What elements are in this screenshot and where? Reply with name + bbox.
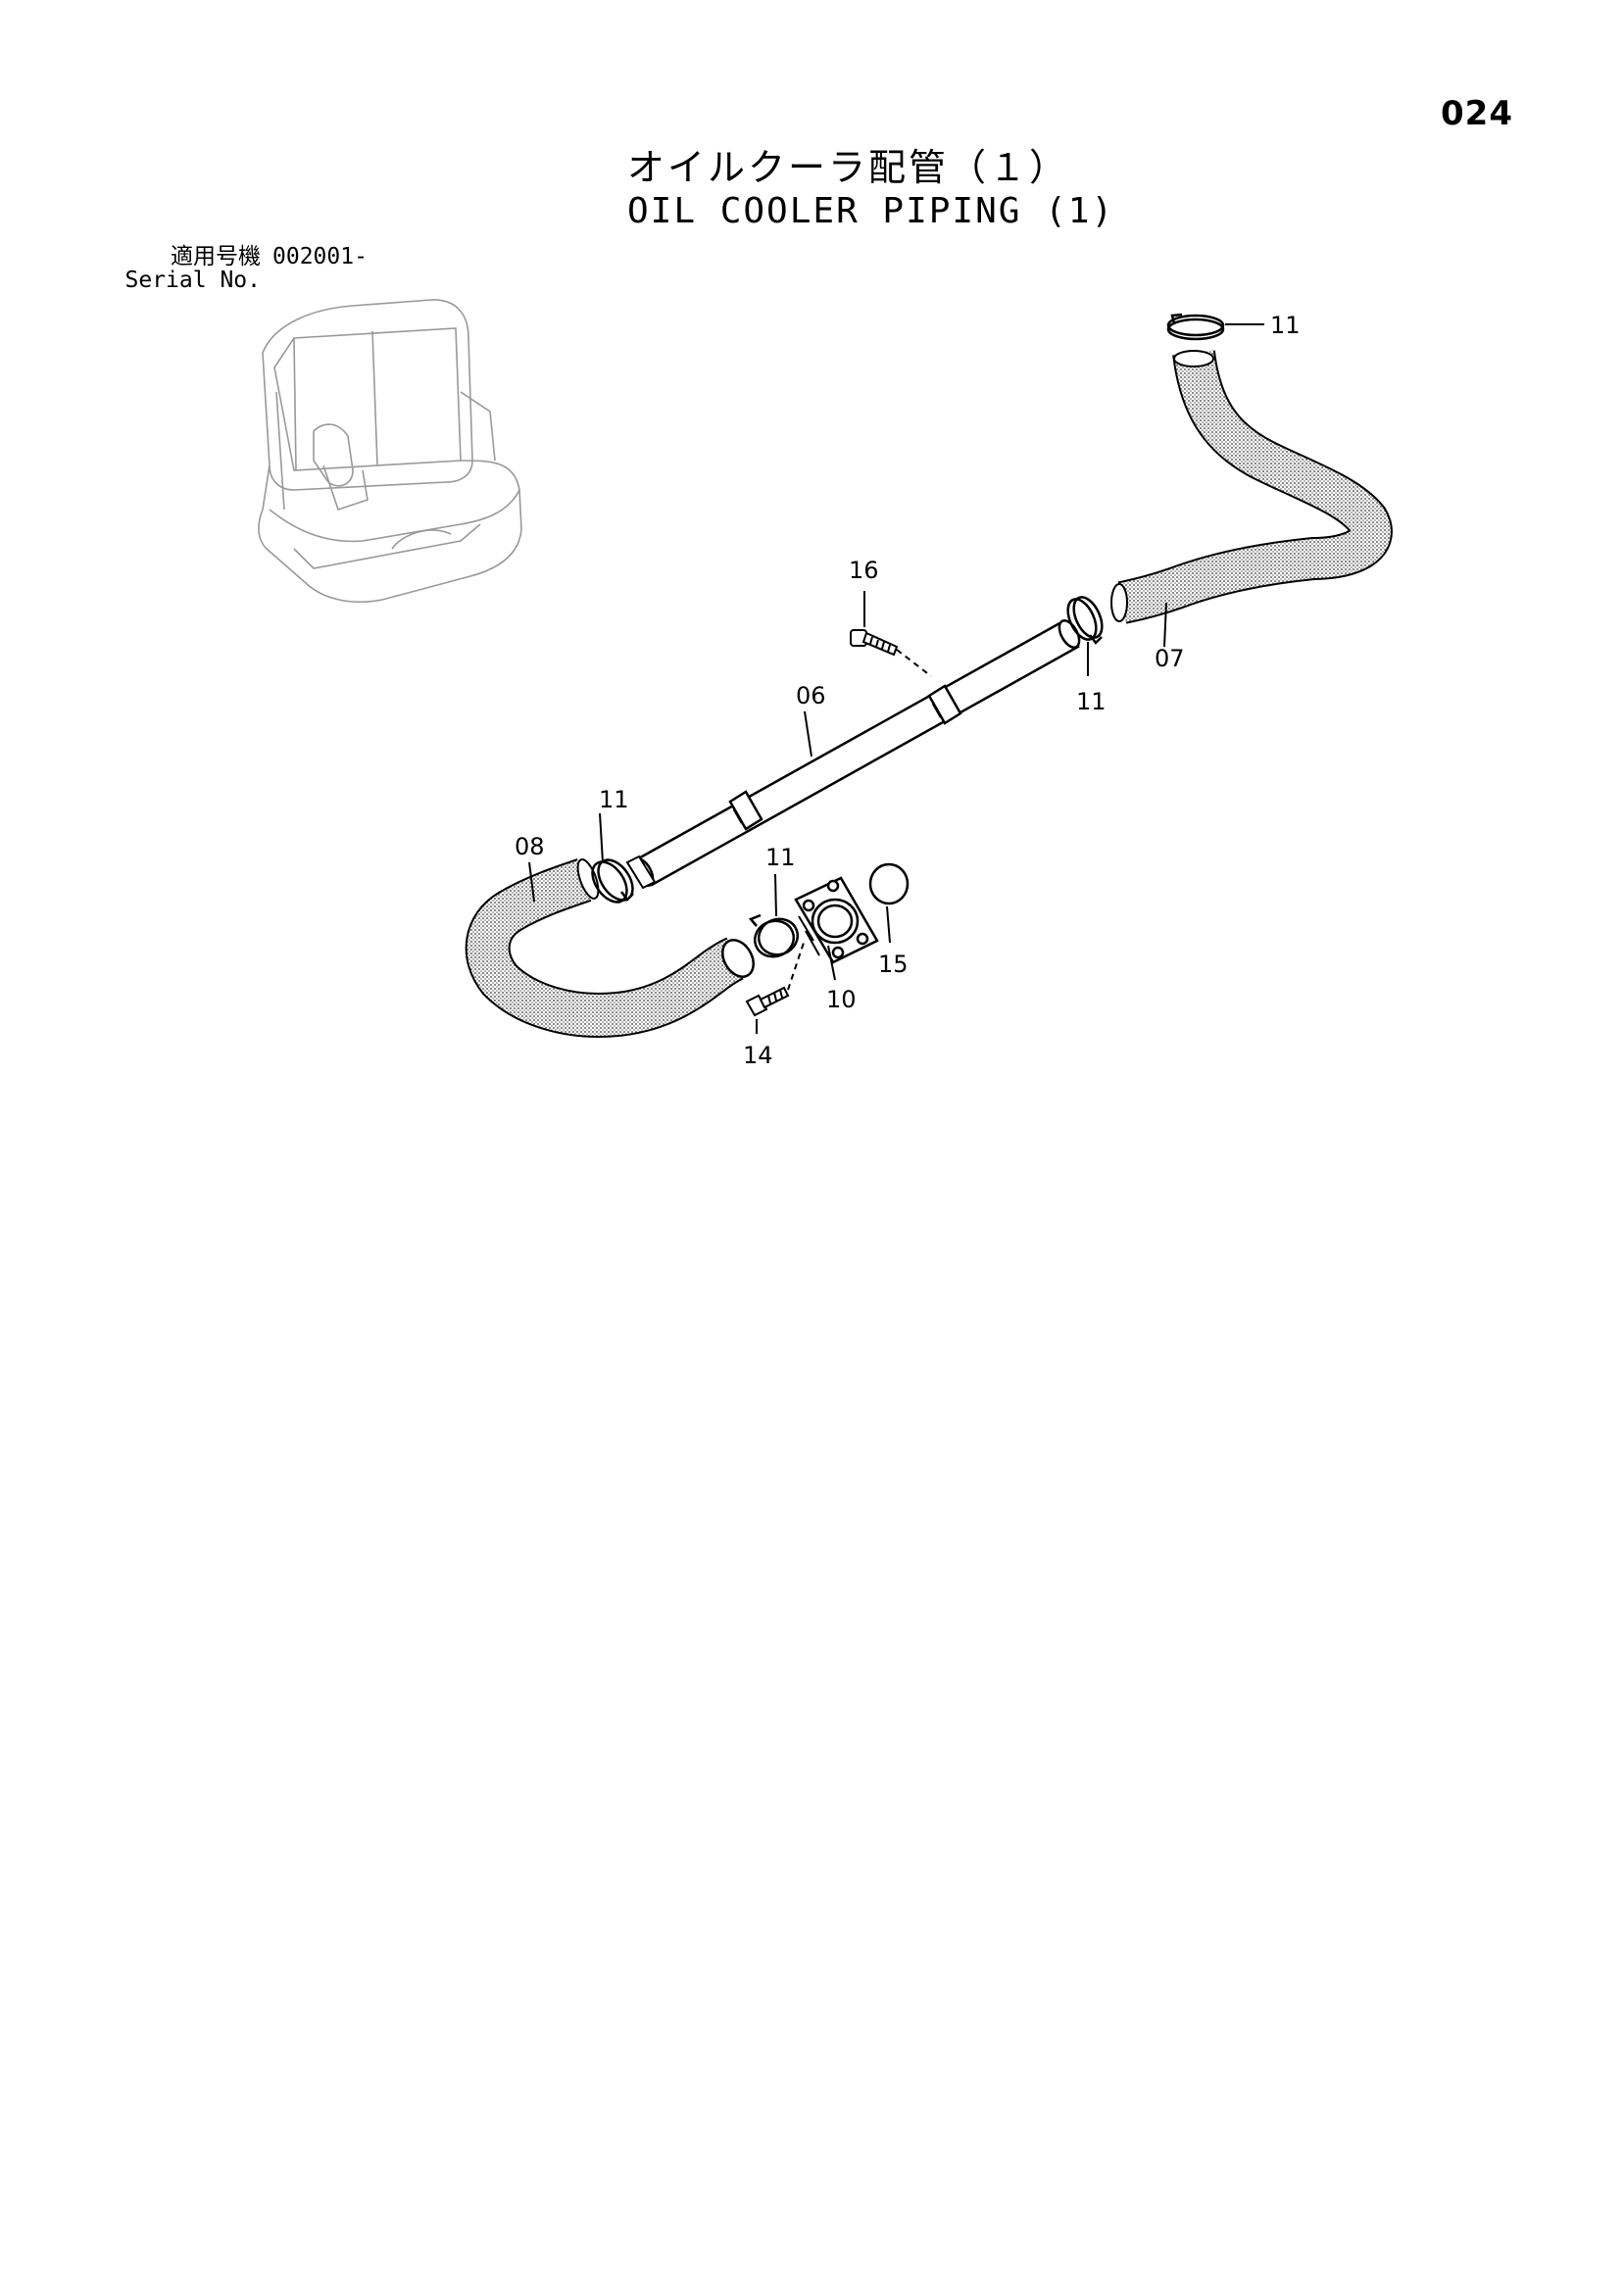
bolt-16 — [850, 629, 932, 677]
callout-06: 06 — [796, 682, 826, 709]
callout-11-left: 11 — [599, 786, 629, 813]
bolt-14 — [745, 942, 805, 1017]
serial-row-japanese: 適用号機 002001- — [114, 245, 368, 269]
clamp-11-bottom — [748, 913, 800, 958]
hose-07-top-end — [1173, 350, 1214, 367]
pipe-06 — [625, 619, 1081, 890]
serial-label-japanese: 適用号機 — [171, 244, 261, 269]
clamp-11-top — [1166, 313, 1225, 341]
page-title-japanese: オイルクーラ配管（１） — [627, 146, 1070, 189]
callout-16: 16 — [849, 557, 879, 584]
callout-15: 15 — [878, 951, 909, 978]
page-number: 024 — [1441, 94, 1513, 133]
o-ring-15 — [868, 862, 910, 905]
pipe-bracket-right — [927, 684, 962, 725]
hose-08-upper-end — [576, 858, 600, 900]
clamp-11-mid-right — [1066, 596, 1104, 645]
callout-14: 14 — [743, 1042, 773, 1069]
callout-11-mid-right: 11 — [1076, 688, 1107, 715]
pipe-bracket-left — [728, 790, 763, 831]
callout-10: 10 — [826, 986, 857, 1013]
flange-10 — [794, 876, 879, 964]
serial-value: 002001- — [272, 244, 368, 269]
page-title-english: OIL COOLER PIPING (1) — [627, 191, 1115, 231]
hose-07-bottom-end — [1110, 583, 1128, 622]
serial-row-english: Serial No. — [114, 269, 368, 292]
machine-thumbnail — [258, 299, 522, 603]
leader-lines — [528, 323, 1264, 1034]
callout-08: 08 — [515, 833, 545, 860]
callout-11-top: 11 — [1270, 312, 1301, 339]
serial-block: 適用号機 002001- Serial No. — [114, 245, 368, 292]
callout-11-bottom: 11 — [765, 844, 796, 871]
hose-08-lower-end — [721, 939, 755, 978]
serial-label-english: Serial No. — [124, 268, 261, 293]
callout-07: 07 — [1155, 645, 1185, 672]
